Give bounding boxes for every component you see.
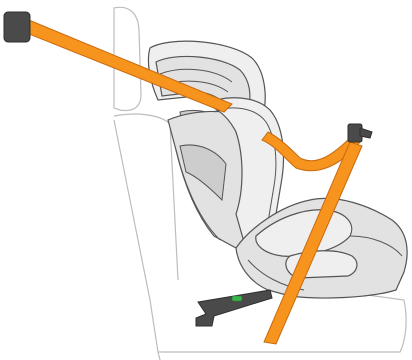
isofix-indicator [232,296,242,301]
isofix-connector [196,290,272,326]
belt-anchor [4,12,30,42]
buckle [348,124,372,142]
vehicle-seat-front [158,352,160,360]
vehicle-backrest [114,114,178,280]
